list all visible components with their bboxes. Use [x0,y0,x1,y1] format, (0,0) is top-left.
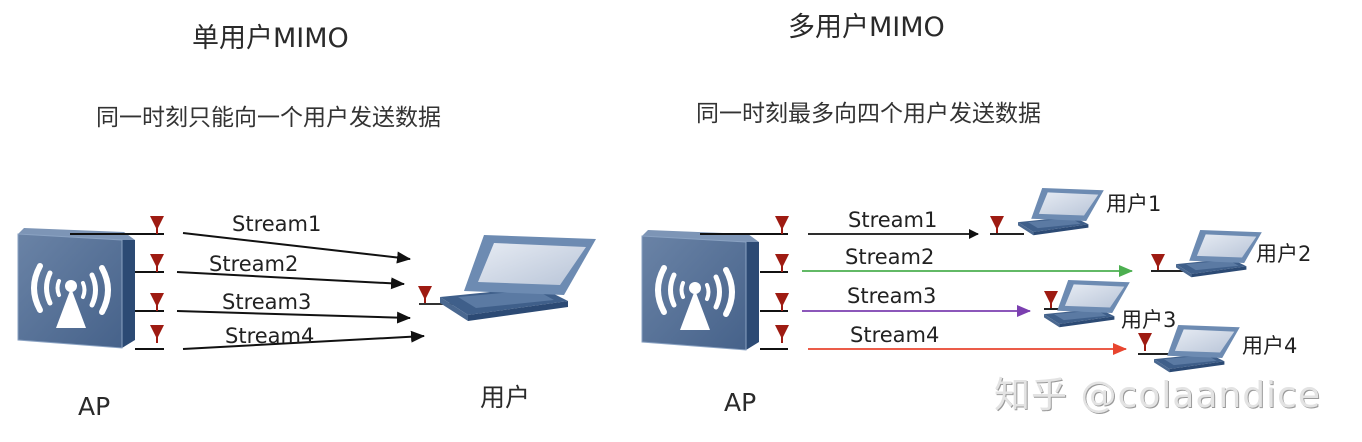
multi-user-title: 多用户MIMO [788,12,945,43]
watermark: 知乎 @colaandice [994,375,1321,416]
multi-ap-antennas [700,233,788,350]
multi-stream2-label: Stream2 [845,245,935,269]
single-stream4-label: Stream4 [225,324,315,348]
single-ap-antennas [70,233,164,350]
single-user-subtitle: 同一时刻只能向一个用户发送数据 [96,105,441,131]
single-stream-arrows [176,232,425,350]
single-ap-label: AP [78,392,111,421]
single-stream2-label: Stream2 [209,252,299,276]
user4-label: 用户4 [1242,334,1298,358]
single-user-title: 单用户MIMO [192,23,349,54]
single-user-label: 用户 [480,383,531,412]
user2-laptop [1150,230,1262,278]
single-user-laptop [417,235,596,321]
multi-ap-device [642,230,759,350]
user1-laptop [989,188,1104,236]
single-stream1-label: Stream1 [232,212,322,236]
multi-stream-arrows [802,229,1133,355]
multi-ap-label: AP [724,388,757,417]
user2-label: 用户2 [1256,242,1312,266]
single-ap-device [18,228,135,348]
multi-stream1-label: Stream1 [848,208,938,232]
antenna-icon [149,215,165,344]
multi-stream3-label: Stream3 [847,284,937,308]
multi-user-subtitle: 同一时刻最多向四个用户发送数据 [696,101,1041,127]
user1-label: 用户1 [1106,192,1162,216]
user4-laptop [1137,325,1240,373]
user3-laptop [1043,280,1130,328]
single-stream3-label: Stream3 [222,290,312,314]
antenna-icon [774,215,790,344]
user3-label: 用户3 [1121,308,1177,332]
multi-stream4-label: Stream4 [850,323,940,347]
